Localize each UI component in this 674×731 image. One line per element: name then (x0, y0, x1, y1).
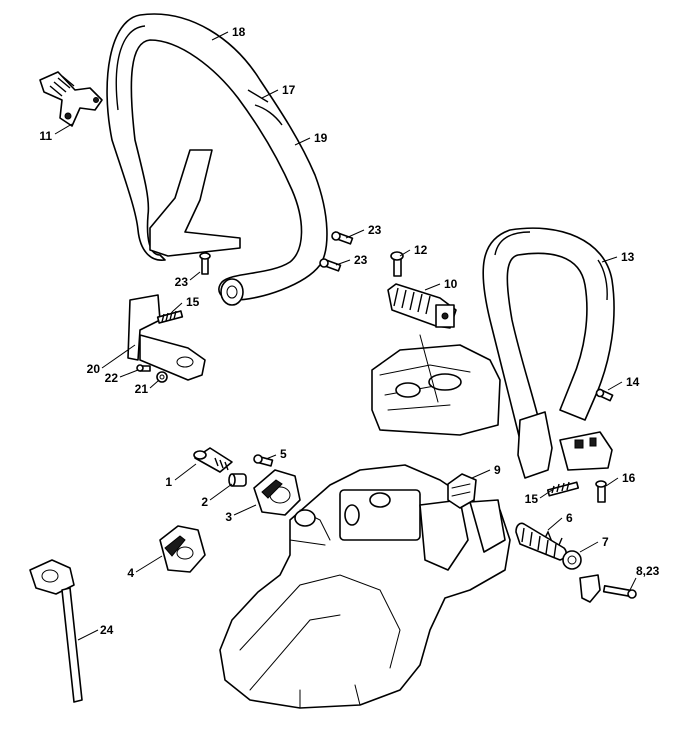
callout-23-lower: 23 (175, 275, 189, 289)
part-20-mount-bracket (127, 294, 206, 381)
screw-8-23 (602, 584, 637, 599)
callout-4: 4 (127, 566, 134, 580)
screw-15-lower (546, 481, 580, 497)
screw-16 (595, 480, 607, 503)
callout-22: 22 (105, 371, 119, 385)
callout-21: 21 (135, 382, 149, 396)
screw-12 (390, 251, 404, 277)
rear-handle (482, 227, 615, 479)
part-22-screw (136, 364, 151, 372)
screw-23-middle (319, 258, 342, 272)
callout-2: 2 (201, 495, 208, 509)
callout-6: 6 (566, 511, 573, 525)
screw-15-upper (156, 310, 184, 324)
callout-3: 3 (225, 510, 232, 524)
part-4-cover (159, 525, 206, 573)
part-3-cover (253, 469, 301, 516)
callout-14: 14 (626, 375, 640, 389)
part-2-sleeve (228, 473, 247, 487)
callout-18: 18 (232, 25, 246, 39)
callout-23-upper: 23 (368, 223, 382, 237)
callout-20: 20 (87, 362, 101, 376)
screw-23-upper (331, 231, 354, 245)
callout-5: 5 (280, 447, 287, 461)
part-11-spring-bracket (39, 71, 103, 127)
callout-9: 9 (494, 463, 501, 477)
callout-16: 16 (622, 471, 636, 485)
part-10-spring (387, 283, 457, 329)
callout-8-23: 8,23 (636, 564, 660, 578)
callout-15-lower: 15 (525, 492, 539, 506)
callout-24: 24 (100, 623, 114, 637)
callout-1: 1 (165, 475, 172, 489)
screw-23-lower (199, 252, 211, 275)
crankcase-housing (219, 464, 511, 709)
part-21-washer (156, 371, 168, 383)
callout-12: 12 (414, 243, 428, 257)
screw-14 (595, 388, 614, 402)
callout-19: 19 (314, 131, 328, 145)
callout-11: 11 (39, 129, 52, 143)
part-6-spring (515, 522, 567, 561)
callout-10: 10 (444, 277, 458, 291)
part-9-clip (447, 473, 477, 509)
callout-13: 13 (621, 250, 635, 264)
callout-23-middle: 23 (354, 253, 368, 267)
part-5-screw (253, 454, 274, 467)
front-handlebar (106, 13, 328, 306)
leader-lines (54, 31, 637, 641)
callout-17: 17 (282, 83, 296, 97)
part-7-mount (562, 550, 601, 603)
engine-housing-fragment (371, 334, 501, 436)
part-24-combination-wrench (29, 559, 83, 703)
callout-15-upper: 15 (186, 295, 200, 309)
callout-labels: 18 17 19 11 23 23 23 12 10 13 15 20 22 2… (39, 25, 659, 637)
part-1-pin (193, 447, 233, 473)
callout-7: 7 (602, 535, 609, 549)
